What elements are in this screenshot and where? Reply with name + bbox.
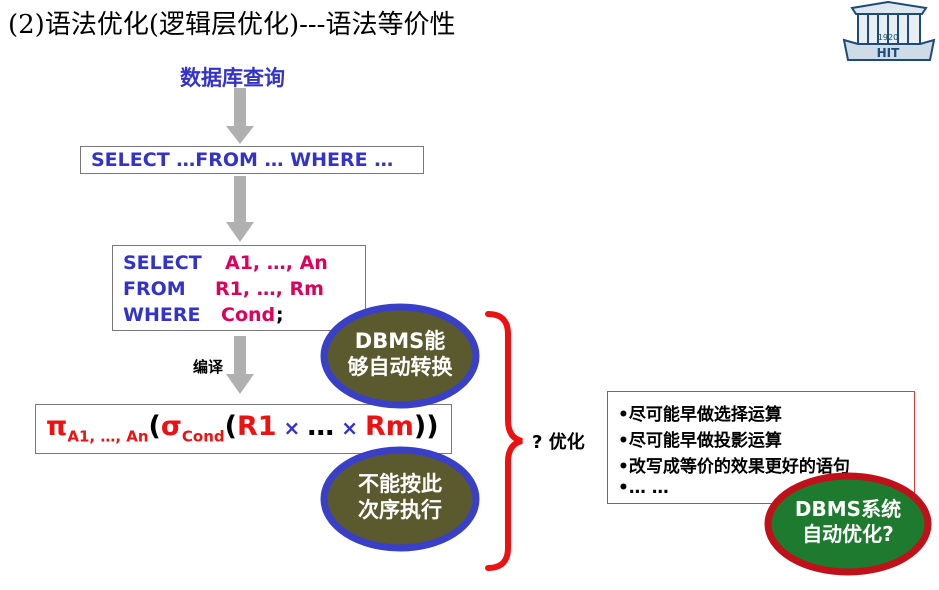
cannot-execute-oval: 不能按此 次序执行: [320, 446, 480, 552]
sigma-symbol: σ: [160, 411, 182, 442]
select-value: A1, …, An: [225, 252, 328, 274]
optimize-label: ? 优化: [532, 432, 585, 453]
sql-detail-box: SELECT A1, …, An FROM R1, …, Rm WHERE Co…: [112, 245, 366, 331]
times-1: ×: [276, 416, 308, 440]
relation-rm: Rm: [364, 411, 414, 442]
hit-logo: 1920 HIT: [838, 0, 939, 68]
tip-item: •… …: [618, 478, 669, 498]
sql-template-box: SELECT …FROM … WHERE …: [80, 146, 424, 174]
where-value: Cond: [221, 304, 276, 326]
arrow-2-shaft: [234, 176, 246, 224]
from-value: R1, …, Rm: [215, 278, 324, 300]
logo-year: 1920: [878, 33, 898, 42]
logo-text: HIT: [877, 46, 901, 60]
arrow-2-head: [226, 222, 254, 242]
red-brace: [485, 311, 523, 571]
inner-open-paren: (: [224, 411, 237, 442]
cannot-execute-text: 不能按此 次序执行: [358, 472, 442, 523]
page-title: (2)语法优化(逻辑层优化)---语法等价性: [8, 10, 456, 40]
where-keyword: WHERE: [123, 304, 201, 326]
arrow-1-head: [226, 126, 254, 144]
ellipsis: …: [307, 411, 335, 442]
algebra-expression: πA1, …, An(σCond(R1 × … × Rm)): [46, 411, 439, 445]
pi-symbol: π: [46, 411, 68, 442]
from-keyword: FROM: [123, 278, 186, 300]
auto-optimize-oval: DBMS系统 自动优化?: [763, 471, 933, 577]
flow-arrows: [226, 88, 254, 394]
times-2: ×: [334, 416, 365, 440]
sql-terminator: ;: [276, 304, 284, 326]
query-label: 数据库查询: [180, 66, 285, 90]
auto-convert-text: DBMS能 够自动转换: [347, 329, 453, 380]
tip-item: •尽可能早做投影运算: [618, 431, 782, 451]
pi-subscript: A1, …, An: [67, 427, 149, 446]
auto-optimize-text: DBMS系统 自动优化?: [794, 497, 902, 546]
sigma-subscript: Cond: [181, 427, 225, 446]
auto-convert-oval: DBMS能 够自动转换: [320, 303, 480, 409]
algebra-box: πA1, …, An(σCond(R1 × … × Rm)): [35, 404, 452, 454]
arrow-3-head: [226, 374, 254, 394]
tip-item: •改写成等价的效果更好的语句: [618, 457, 850, 477]
select-keyword: SELECT: [123, 252, 202, 274]
relation-r1: R1: [237, 411, 277, 442]
compile-label: 编译: [193, 358, 224, 376]
sql-template-text: SELECT …FROM … WHERE …: [91, 149, 394, 171]
tip-item: •尽可能早做选择运算: [618, 405, 782, 425]
open-paren: (: [148, 411, 161, 442]
close-parens: )): [413, 411, 439, 442]
arrow-3-shaft: [234, 336, 246, 376]
arrow-1-shaft: [234, 88, 246, 128]
